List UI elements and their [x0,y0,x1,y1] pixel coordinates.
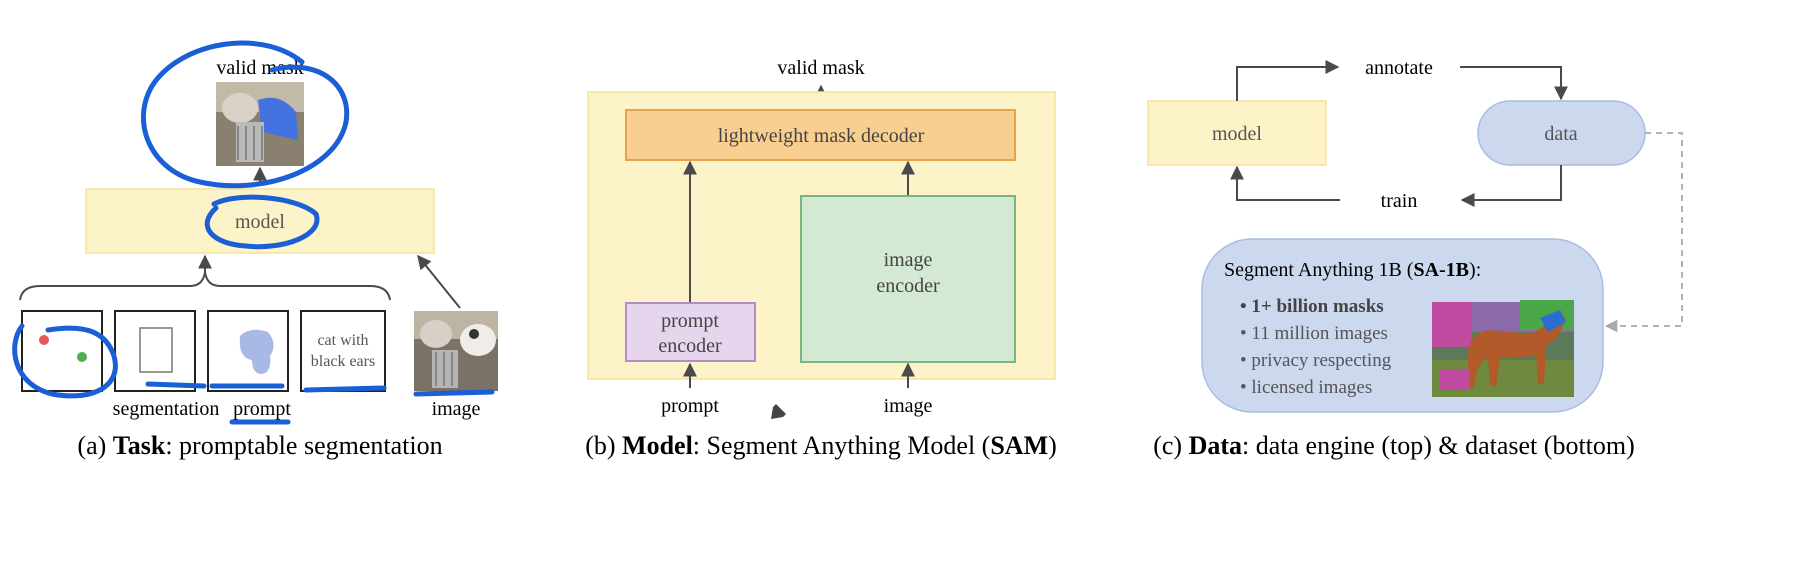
mask-decoder-box [625,109,1016,161]
dataset-bullet-2: • 11 million images [1240,323,1388,344]
mask-blob-icon [239,329,274,374]
positive-point-icon [77,352,87,362]
text-prompt-box: cat with black ears [300,310,386,392]
point-prompt-box [21,310,103,392]
dataset-bullet-4: • licensed images [1240,377,1372,398]
panel-b-model: valid mask lightweight mask decoder imag… [585,57,1057,460]
panel-a-task: valid mask model [19,57,498,460]
panel-c-data: model data annotate train Segment Anythi… [1147,57,1683,460]
ink-underline-box [145,381,207,389]
text-prompt-line2: black ears [311,353,375,370]
prompt-brace [19,271,391,301]
data-to-dataset-dashed-arrow [1604,132,1683,333]
handwritten-annotations [12,40,495,425]
sa1b-sample-image [1432,300,1574,397]
image-encoder-line1: image [884,249,933,271]
ink-circle-points [12,323,118,399]
annotate-to-data-arrow [1460,66,1568,101]
image-encoder-box [800,195,1016,363]
c-model-label: model [1212,123,1262,145]
prompt-encoder-box [625,302,756,362]
image-label: image [432,398,481,420]
train-label: train [1381,190,1418,212]
ink-underline-text [303,385,387,393]
b-image-label: image [884,395,933,417]
image-to-model-arrow [417,254,461,309]
caption-a: (a) Task: promptable segmentation [77,431,442,460]
mask-decoder-label: lightweight mask decoder [718,125,925,147]
dataset-bullet-1: • 1+ billion masks [1240,296,1384,317]
b-prompt-label: prompt [661,395,719,417]
model-to-annotate-arrow [1236,60,1340,101]
box-prompt-box [114,310,196,392]
input-image-photo [414,311,498,391]
ink-circle-model [204,194,320,250]
c-data-label: data [1544,123,1577,145]
annotate-label: annotate [1365,57,1433,79]
negative-point-icon [39,335,49,345]
data-to-train-arrow [1460,165,1562,207]
dataset-bullet-3: • privacy respecting [1240,350,1392,371]
train-to-model-arrow [1230,165,1340,201]
mask-prompt-box [207,310,289,392]
pen-cursor-icon [771,404,786,419]
ink-underline-image [413,389,495,397]
text-prompt-line1: cat with [317,332,368,349]
model-label: model [235,211,285,233]
prompt-label: prompt [233,398,291,420]
caption-c: (c) Data: data engine (top) & dataset (b… [1153,431,1635,460]
dataset-title: Segment Anything 1B (SA-1B): [1224,259,1481,281]
b-valid-mask-label: valid mask [777,57,864,79]
prompt-encoder-line2: encoder [658,335,722,357]
ink-circle-valid-mask [141,40,350,189]
bounding-box-icon [139,327,173,373]
prompt-encoder-line1: prompt [661,310,719,332]
caption-b: (b) Model: Segment Anything Model (SAM) [585,431,1057,460]
valid-mask-photo [216,82,304,166]
image-encoder-line2: encoder [876,275,940,297]
valid-mask-label: valid mask [216,57,303,79]
segmentation-label: segmentation [113,398,220,420]
